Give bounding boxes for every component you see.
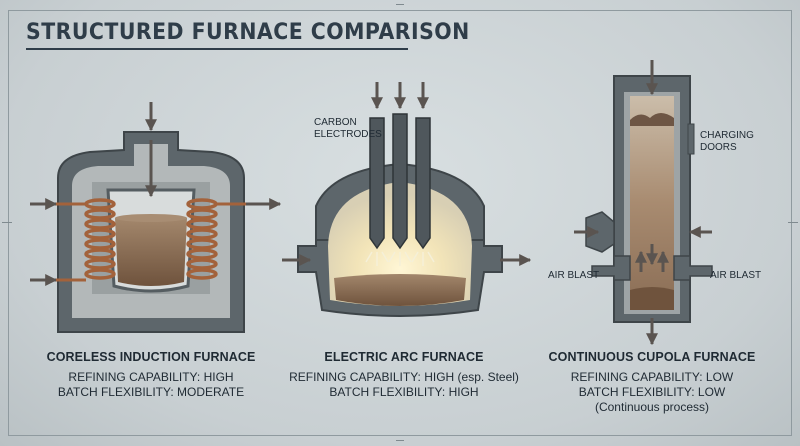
induction-melt-surface <box>115 214 187 222</box>
induction-coil-left <box>84 198 116 280</box>
cupola-charge-top <box>630 113 674 126</box>
caption-cupola: CONTINUOUS CUPOLA FURNACE REFINING CAPAB… <box>549 350 756 415</box>
label-air-blast-right: AIR BLAST <box>710 270 762 281</box>
label-charging-doors: CHARGING DOORS <box>700 130 754 154</box>
cupola-charge <box>630 96 674 310</box>
tuyere-pipes <box>591 255 713 281</box>
arc-furnace <box>282 82 532 317</box>
arc-sparks <box>365 251 435 266</box>
frame-tick-bottom <box>396 440 404 441</box>
cupola-furnace <box>574 60 713 346</box>
spec-line: REFINING CAPABILITY: HIGH <box>68 370 234 384</box>
charging-door <box>687 123 695 155</box>
spec-line: REFINING CAPABILITY: LOW <box>570 370 734 384</box>
induction-furnace <box>30 102 282 333</box>
cupola-melt <box>630 287 674 310</box>
label-carbon-electrodes: CARBON ELECTRODES <box>314 117 382 141</box>
caption-arc: ELECTRIC ARC FURNACE REFINING CAPABILITY… <box>289 350 519 400</box>
frame-tick-top <box>396 4 404 5</box>
spec-line: BATCH FLEXIBILITY: HIGH <box>329 385 479 399</box>
furnace-name: ELECTRIC ARC FURNACE <box>324 350 484 364</box>
spec-line: BATCH FLEXIBILITY: LOW <box>578 385 726 399</box>
electrode-1 <box>369 117 385 250</box>
page-title: STRUCTURED FURNACE COMPARISON <box>26 20 470 45</box>
label-line: ELECTRODES <box>314 129 382 140</box>
label-air-blast-left: AIR BLAST <box>548 270 600 281</box>
carbon-electrodes <box>369 113 431 250</box>
label-line: CARBON <box>314 117 357 128</box>
spec-line: REFINING CAPABILITY: HIGH (esp. Steel) <box>289 370 519 384</box>
induction-melt <box>115 218 187 286</box>
caption-induction: CORELESS INDUCTION FURNACE REFINING CAPA… <box>47 350 256 400</box>
frame-tick-right <box>788 222 798 223</box>
spec-line: (Continuous process) <box>594 400 710 414</box>
arc-melt <box>334 274 466 306</box>
label-line: CHARGING <box>700 130 754 141</box>
frame-tick-left <box>2 222 12 223</box>
electrode-2 <box>392 113 408 250</box>
title-underline <box>26 48 408 50</box>
electrode-3 <box>415 117 431 250</box>
border-frame <box>8 10 792 436</box>
cupola-fan <box>585 211 615 253</box>
furnace-name: CONTINUOUS CUPOLA FURNACE <box>548 350 756 364</box>
label-line: DOORS <box>700 142 737 153</box>
spec-line: BATCH FLEXIBILITY: MODERATE <box>57 385 245 399</box>
furnace-name: CORELESS INDUCTION FURNACE <box>46 350 256 364</box>
